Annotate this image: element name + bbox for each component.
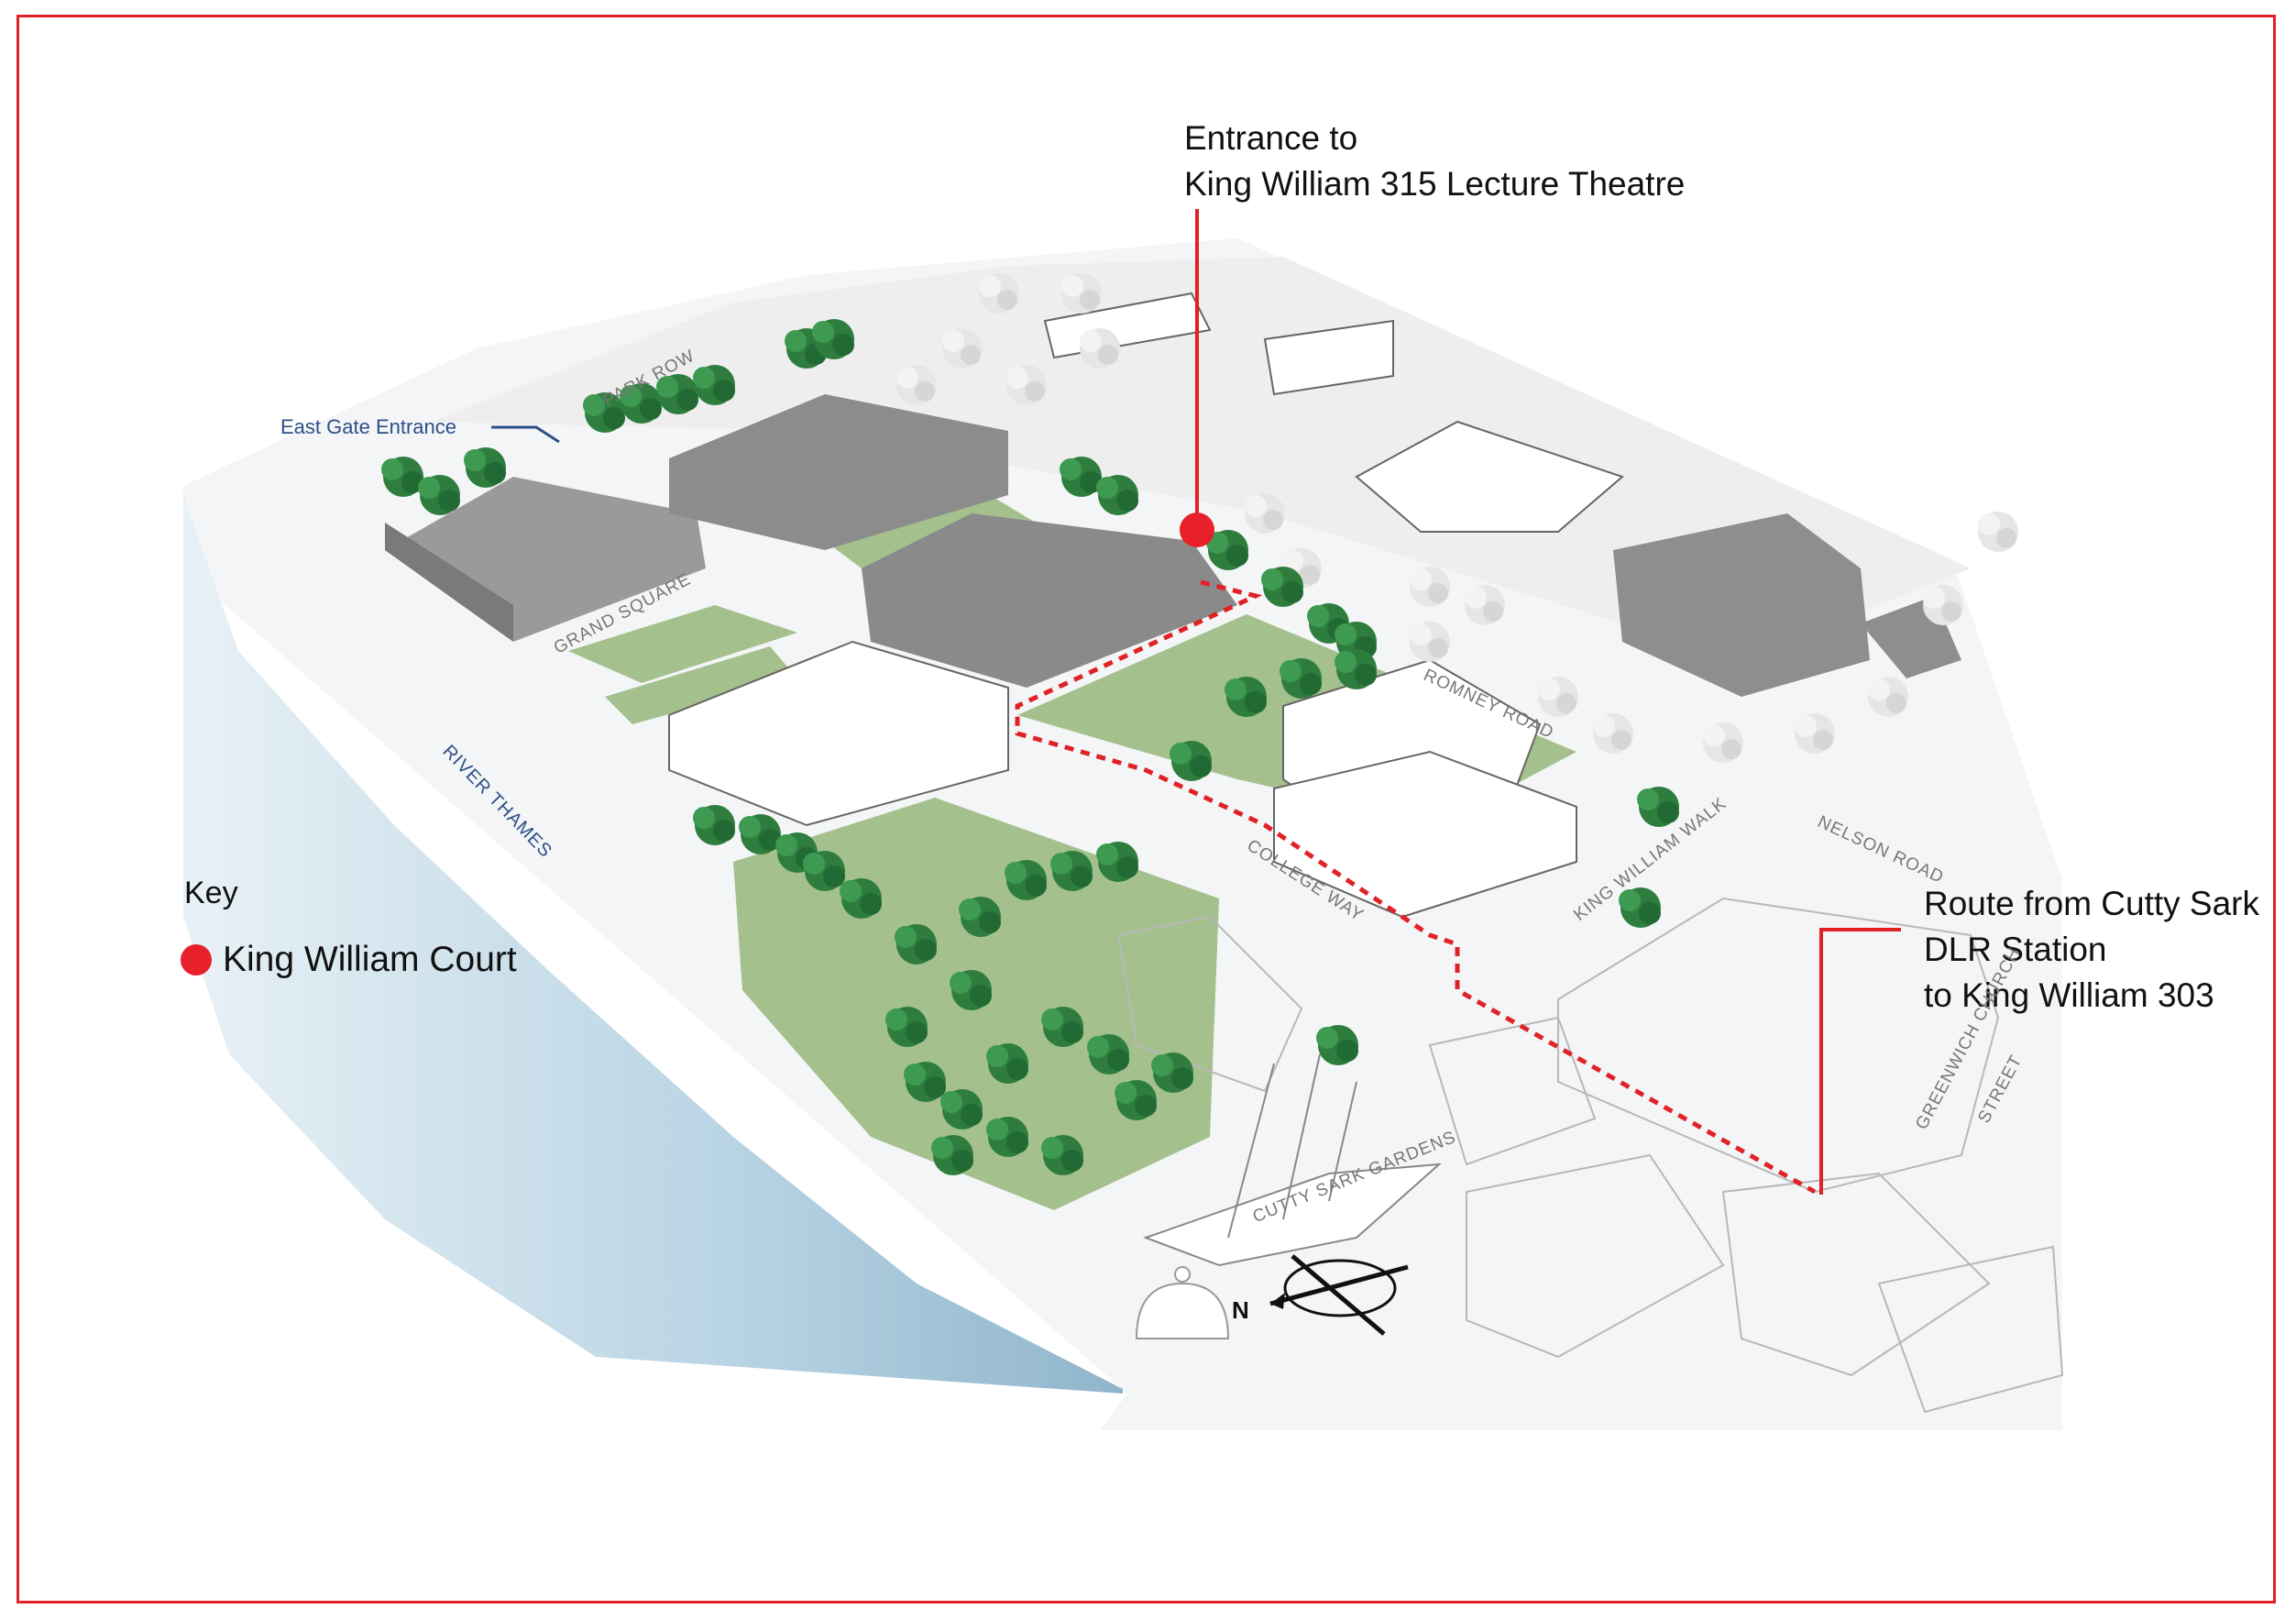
key-title: Key — [184, 876, 238, 910]
key-item-label: King William Court — [223, 940, 517, 979]
buildings-grey — [385, 394, 1961, 697]
map-frame — [16, 15, 2276, 1603]
river-thames — [183, 495, 1123, 1394]
route-callout-line-3: to King William 303 — [1924, 976, 2214, 1014]
observatory-dome — [1135, 1266, 1230, 1339]
route-callout-line-1: Route from Cutty Sark — [1924, 885, 2260, 922]
buildings-outline — [1116, 897, 2064, 1414]
east-gate-entrance-label[interactable]: East Gate Entrance — [280, 415, 456, 438]
east-gate-leader-line — [491, 425, 560, 444]
route-callout: Route from Cutty Sark DLR Station to Kin… — [1924, 881, 2259, 1019]
buildings-white — [668, 292, 1624, 919]
entrance-callout: Entrance to King William 315 Lecture The… — [1184, 116, 1685, 207]
red-dot-icon — [181, 944, 212, 975]
walking-route — [1015, 579, 1817, 1195]
compass-north-label: N — [1232, 1296, 1249, 1324]
key-item-king-william-court: King William Court — [181, 940, 517, 980]
king-william-court-marker[interactable] — [1180, 512, 1214, 547]
entrance-callout-line-2: King William 315 Lecture Theatre — [1184, 165, 1686, 203]
route-callout-line-2: DLR Station — [1924, 931, 2107, 968]
cutty-sark-ship — [1143, 1053, 1442, 1267]
entrance-callout-line-1: Entrance to — [1184, 119, 1358, 157]
compass-icon — [1269, 1254, 1409, 1336]
route-leader-line — [1819, 928, 1901, 1195]
